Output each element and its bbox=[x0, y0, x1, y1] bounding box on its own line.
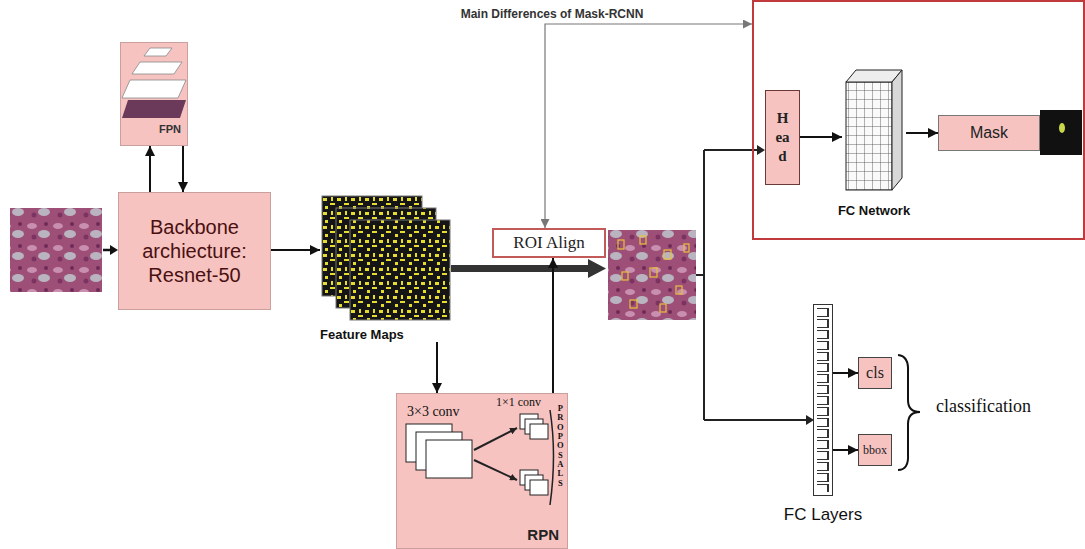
node-text: cls bbox=[866, 364, 884, 382]
fpn-layer bbox=[144, 48, 172, 56]
node-text: ROI Align bbox=[513, 233, 584, 253]
connector-arrow bbox=[149, 146, 151, 192]
mask-box: Mask bbox=[938, 115, 1040, 151]
edge-label: Main Differences of Mask-RCNN bbox=[459, 7, 646, 21]
fpn-fill bbox=[120, 42, 188, 146]
roi-box bbox=[660, 304, 666, 312]
conv-label: 1×1 conv bbox=[496, 395, 541, 410]
fpn-box: FPN bbox=[120, 42, 188, 146]
fc-layers: FC Layers bbox=[813, 304, 833, 496]
fpn-layer bbox=[132, 62, 182, 74]
connector-arrow bbox=[545, 24, 752, 228]
fpn-layer bbox=[122, 80, 186, 98]
split-line bbox=[696, 274, 704, 276]
connector-arrow bbox=[800, 136, 842, 138]
small-square bbox=[530, 424, 548, 439]
conv-square bbox=[426, 440, 472, 478]
mask-blob bbox=[1059, 123, 1065, 133]
node-text: bbox bbox=[863, 443, 887, 458]
input-arrow-head bbox=[110, 245, 118, 255]
bbox-box: bbox bbox=[858, 434, 892, 466]
conv-arrow bbox=[474, 428, 517, 450]
connector-arrow bbox=[833, 449, 858, 451]
split-line bbox=[703, 150, 705, 420]
node-text: FC Network bbox=[838, 203, 910, 218]
proposal-bracket bbox=[550, 410, 554, 505]
feature-maps: Feature Maps bbox=[320, 192, 450, 342]
cls-box: cls bbox=[858, 357, 892, 389]
node-text: Feature Maps bbox=[320, 327, 404, 342]
split-arrow-head bbox=[757, 145, 765, 155]
mask-image bbox=[1040, 110, 1082, 155]
connector-arrow bbox=[552, 258, 554, 393]
roi-image bbox=[608, 230, 696, 320]
connector-arrow bbox=[833, 372, 858, 374]
input-arrow bbox=[103, 249, 111, 252]
roi-align-box: ROI Align bbox=[492, 228, 606, 258]
label-holder: classification bbox=[936, 396, 1031, 417]
small-square bbox=[530, 480, 548, 495]
classification-label: classification bbox=[936, 396, 1031, 417]
fc-network-front bbox=[846, 82, 892, 190]
roi-box bbox=[684, 244, 689, 252]
split-line bbox=[704, 419, 807, 421]
input-image bbox=[10, 208, 102, 292]
split-line bbox=[704, 149, 758, 151]
roi-box bbox=[640, 236, 646, 244]
head-box: Head bbox=[765, 90, 800, 185]
label-holder: PROPOSALS bbox=[556, 404, 565, 488]
conv-arrow bbox=[474, 460, 517, 480]
thick-arrow-shaft bbox=[451, 265, 589, 272]
node-text: Head bbox=[775, 109, 790, 165]
edge-label-holder: Main Differences of Mask-RCNN bbox=[459, 7, 646, 21]
connector-arrow bbox=[271, 249, 320, 251]
fc-network-side bbox=[892, 70, 902, 190]
roi-box bbox=[630, 300, 637, 308]
conv-label: 3×3 conv bbox=[407, 404, 460, 420]
label-holder: 3×3 conv bbox=[407, 404, 460, 420]
feature-map bbox=[350, 220, 450, 320]
fc-layer-cells bbox=[817, 308, 829, 492]
backbone-box: Backbone archiecture: Resnet-50 bbox=[118, 192, 271, 310]
node-text: RPN bbox=[527, 526, 559, 543]
label-holder: 1×1 conv bbox=[496, 395, 541, 410]
fc-network: FC Network bbox=[842, 68, 906, 218]
brace bbox=[898, 355, 920, 470]
node-text: Backbone archiecture: Resnet-50 bbox=[125, 215, 264, 287]
connector-arrow bbox=[906, 132, 938, 134]
roi-box bbox=[618, 240, 624, 249]
proposals-label: PROPOSALS bbox=[556, 404, 565, 488]
mask-branch-region: Head FC Network Mask bbox=[752, 0, 1085, 240]
roi-box bbox=[676, 286, 682, 294]
fpn-layer bbox=[122, 100, 186, 118]
node-text: FC Layers bbox=[784, 505, 862, 525]
roi-boxes bbox=[618, 236, 689, 312]
roi-box bbox=[622, 272, 628, 280]
rpn-fill bbox=[396, 393, 568, 549]
connector-arrow bbox=[436, 342, 438, 393]
roi-box bbox=[650, 268, 657, 277]
node-text: FPN bbox=[159, 123, 181, 135]
roi-box bbox=[664, 250, 671, 259]
connector-arrow bbox=[182, 146, 184, 192]
thick-arrow-head bbox=[588, 259, 606, 278]
node-text: Mask bbox=[970, 124, 1008, 142]
